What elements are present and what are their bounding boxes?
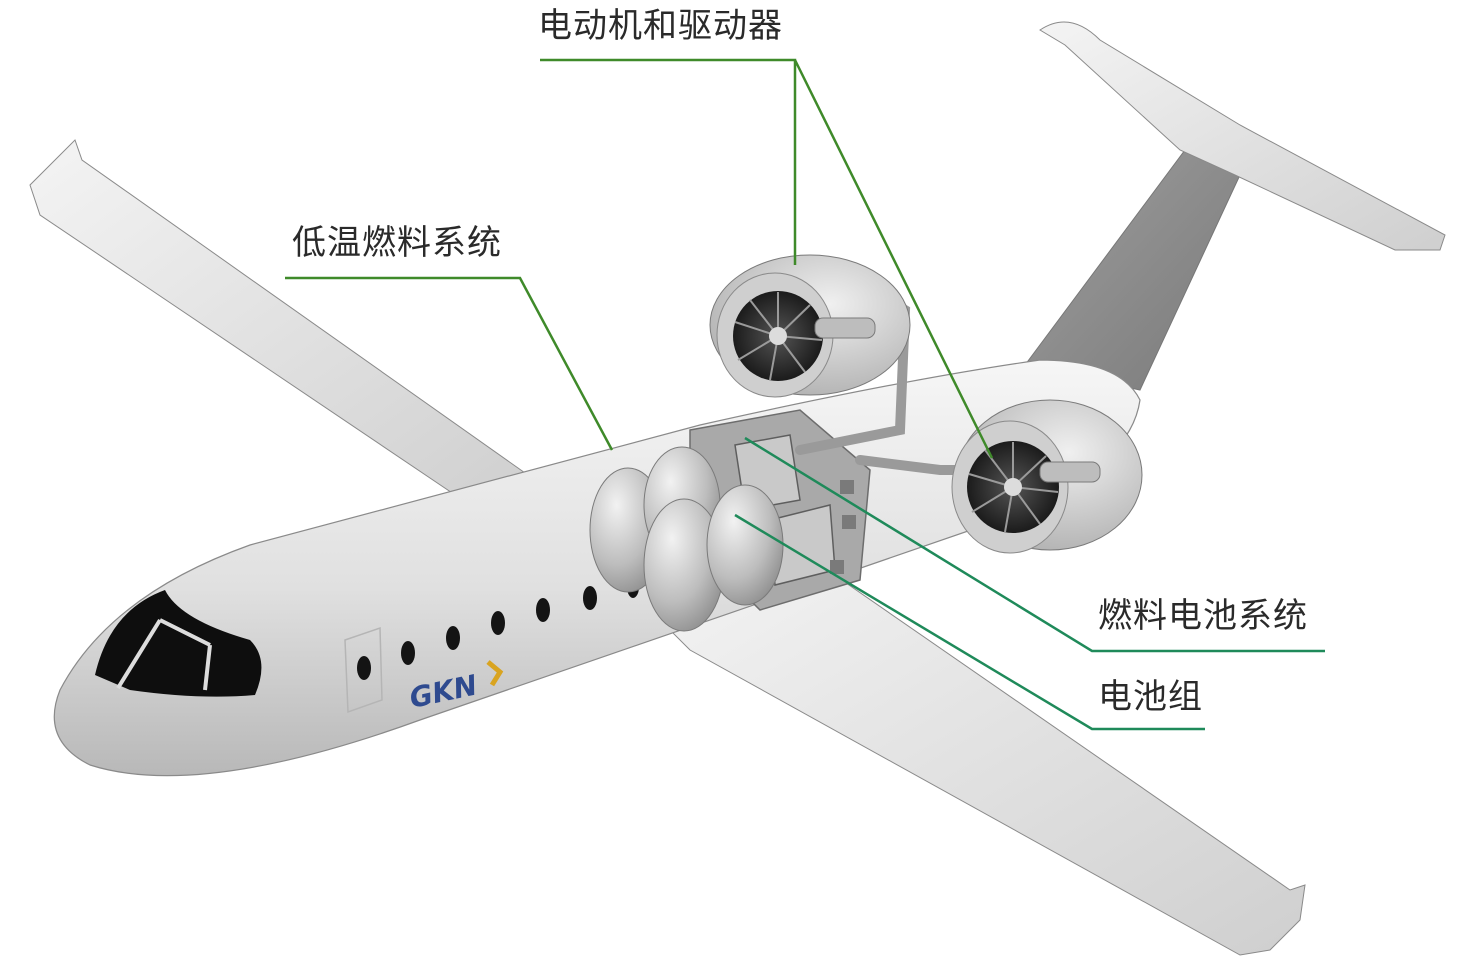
cockpit-windshield: [95, 590, 262, 697]
label-motor-and-drive: 电动机和驱动器: [538, 6, 783, 46]
cabin-door: [344, 626, 383, 714]
engine-upper: [709, 254, 911, 398]
horizontal-stabilizer: [1039, 21, 1446, 251]
battery-cell-2: [706, 484, 784, 606]
engine-lower: [951, 399, 1143, 554]
label-low-temp-fuel-system: 低温燃料系统: [292, 223, 502, 263]
leader-lowtemp: [285, 276, 614, 451]
far-wing: [29, 139, 537, 506]
logo-chevron-icon: [486, 660, 504, 687]
leader-motor: [540, 58, 994, 459]
label-battery-pack: 电池组: [1098, 677, 1203, 717]
cutaway-systems: [589, 290, 1065, 632]
leader-fuelcell: [744, 436, 1325, 653]
leader-lines: [285, 58, 1325, 731]
leader-battery: [734, 513, 1205, 731]
near-wing: [638, 564, 1306, 956]
label-fuel-cell-system: 燃料电池系统: [1098, 596, 1308, 636]
tail-assembly: [1024, 21, 1446, 391]
vertical-stabilizer: [1024, 149, 1241, 391]
